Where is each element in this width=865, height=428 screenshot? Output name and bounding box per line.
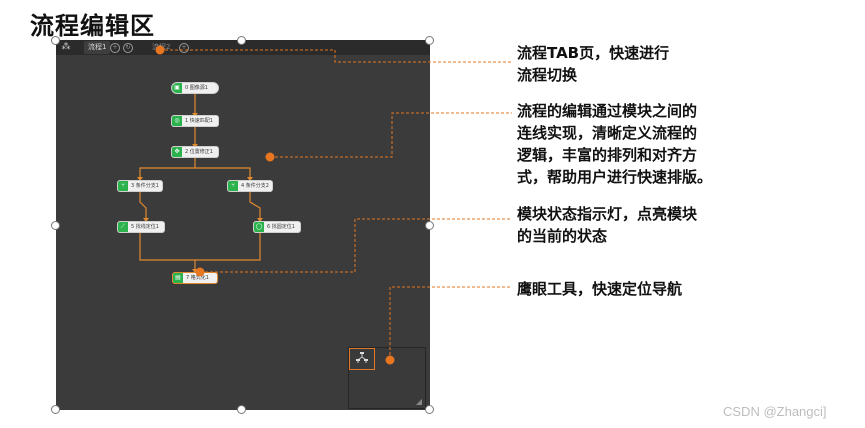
callout-marker <box>385 355 395 365</box>
callout-status: 模块状态指示灯，点亮模块 的当前的状态 <box>517 205 698 245</box>
flow-node[interactable]: ◎ 1 快速匹配1 <box>172 116 218 126</box>
refresh-flow-icon[interactable]: ↻ <box>123 43 133 53</box>
resize-grip-icon[interactable]: ◢ <box>415 397 422 406</box>
format-icon: ▤ <box>173 273 183 283</box>
branch-icon: ⑂ <box>118 181 128 191</box>
callout-marker <box>195 267 205 277</box>
flow-node[interactable]: ⑂ 4 条件分支2 <box>228 181 272 191</box>
selection-handle <box>237 405 246 414</box>
selection-handle <box>237 36 246 45</box>
find-line-icon: ⟋ <box>118 222 128 232</box>
selection-handle <box>425 36 434 45</box>
watermark: CSDN @Zhangci] <box>723 404 827 419</box>
callout-edit: 流程的编辑通过模块之间的 连线实现，清晰定义流程的 逻辑，丰富的排列和对齐方 式… <box>517 102 713 186</box>
tab-flow-1[interactable]: 流程1 <box>84 41 111 54</box>
selection-handle <box>51 405 60 414</box>
flow-node[interactable]: ⟋ 5 找线定位1 <box>118 222 164 232</box>
minimap-viewport[interactable] <box>349 348 375 370</box>
branch-icon: ⑂ <box>228 181 238 191</box>
flow-node[interactable]: ◯ 6 找圆定位1 <box>254 222 300 232</box>
add-flow-icon-2[interactable]: + <box>179 43 189 53</box>
flow-node[interactable]: ▣ 0 图像源1 <box>172 83 218 93</box>
callout-marker <box>265 152 275 162</box>
flow-node[interactable]: ▤ 7 格式化1 <box>173 273 217 283</box>
match-icon: ◎ <box>172 116 182 126</box>
selection-handle <box>51 221 60 230</box>
flow-node[interactable]: ⑂ 3 条件分支1 <box>118 181 162 191</box>
selection-handle <box>425 405 434 414</box>
find-circle-icon: ◯ <box>254 222 264 232</box>
flow-tree-icon[interactable]: ⁂ <box>61 42 71 52</box>
flow-editor-canvas[interactable]: ⁂ 流程1 + ↻ 流程2 + ▣ 0 图像源1 <box>56 40 430 410</box>
selection-handle <box>425 221 434 230</box>
image-source-icon: ▣ <box>172 83 182 93</box>
flow-node[interactable]: ✥ 2 位置修正1 <box>172 147 218 157</box>
position-fix-icon: ✥ <box>172 147 182 157</box>
callout-eagle: 鹰眼工具，快速定位导航 <box>517 280 683 298</box>
selection-handle <box>51 36 60 45</box>
page-title: 流程编辑区 <box>30 12 155 40</box>
flow-connections <box>137 94 263 273</box>
callout-tab: 流程TAB页，快速进行 流程切换 <box>517 44 670 84</box>
add-flow-icon[interactable]: + <box>110 43 120 53</box>
callout-marker <box>155 45 165 55</box>
minimap-thumbnail <box>356 352 368 363</box>
